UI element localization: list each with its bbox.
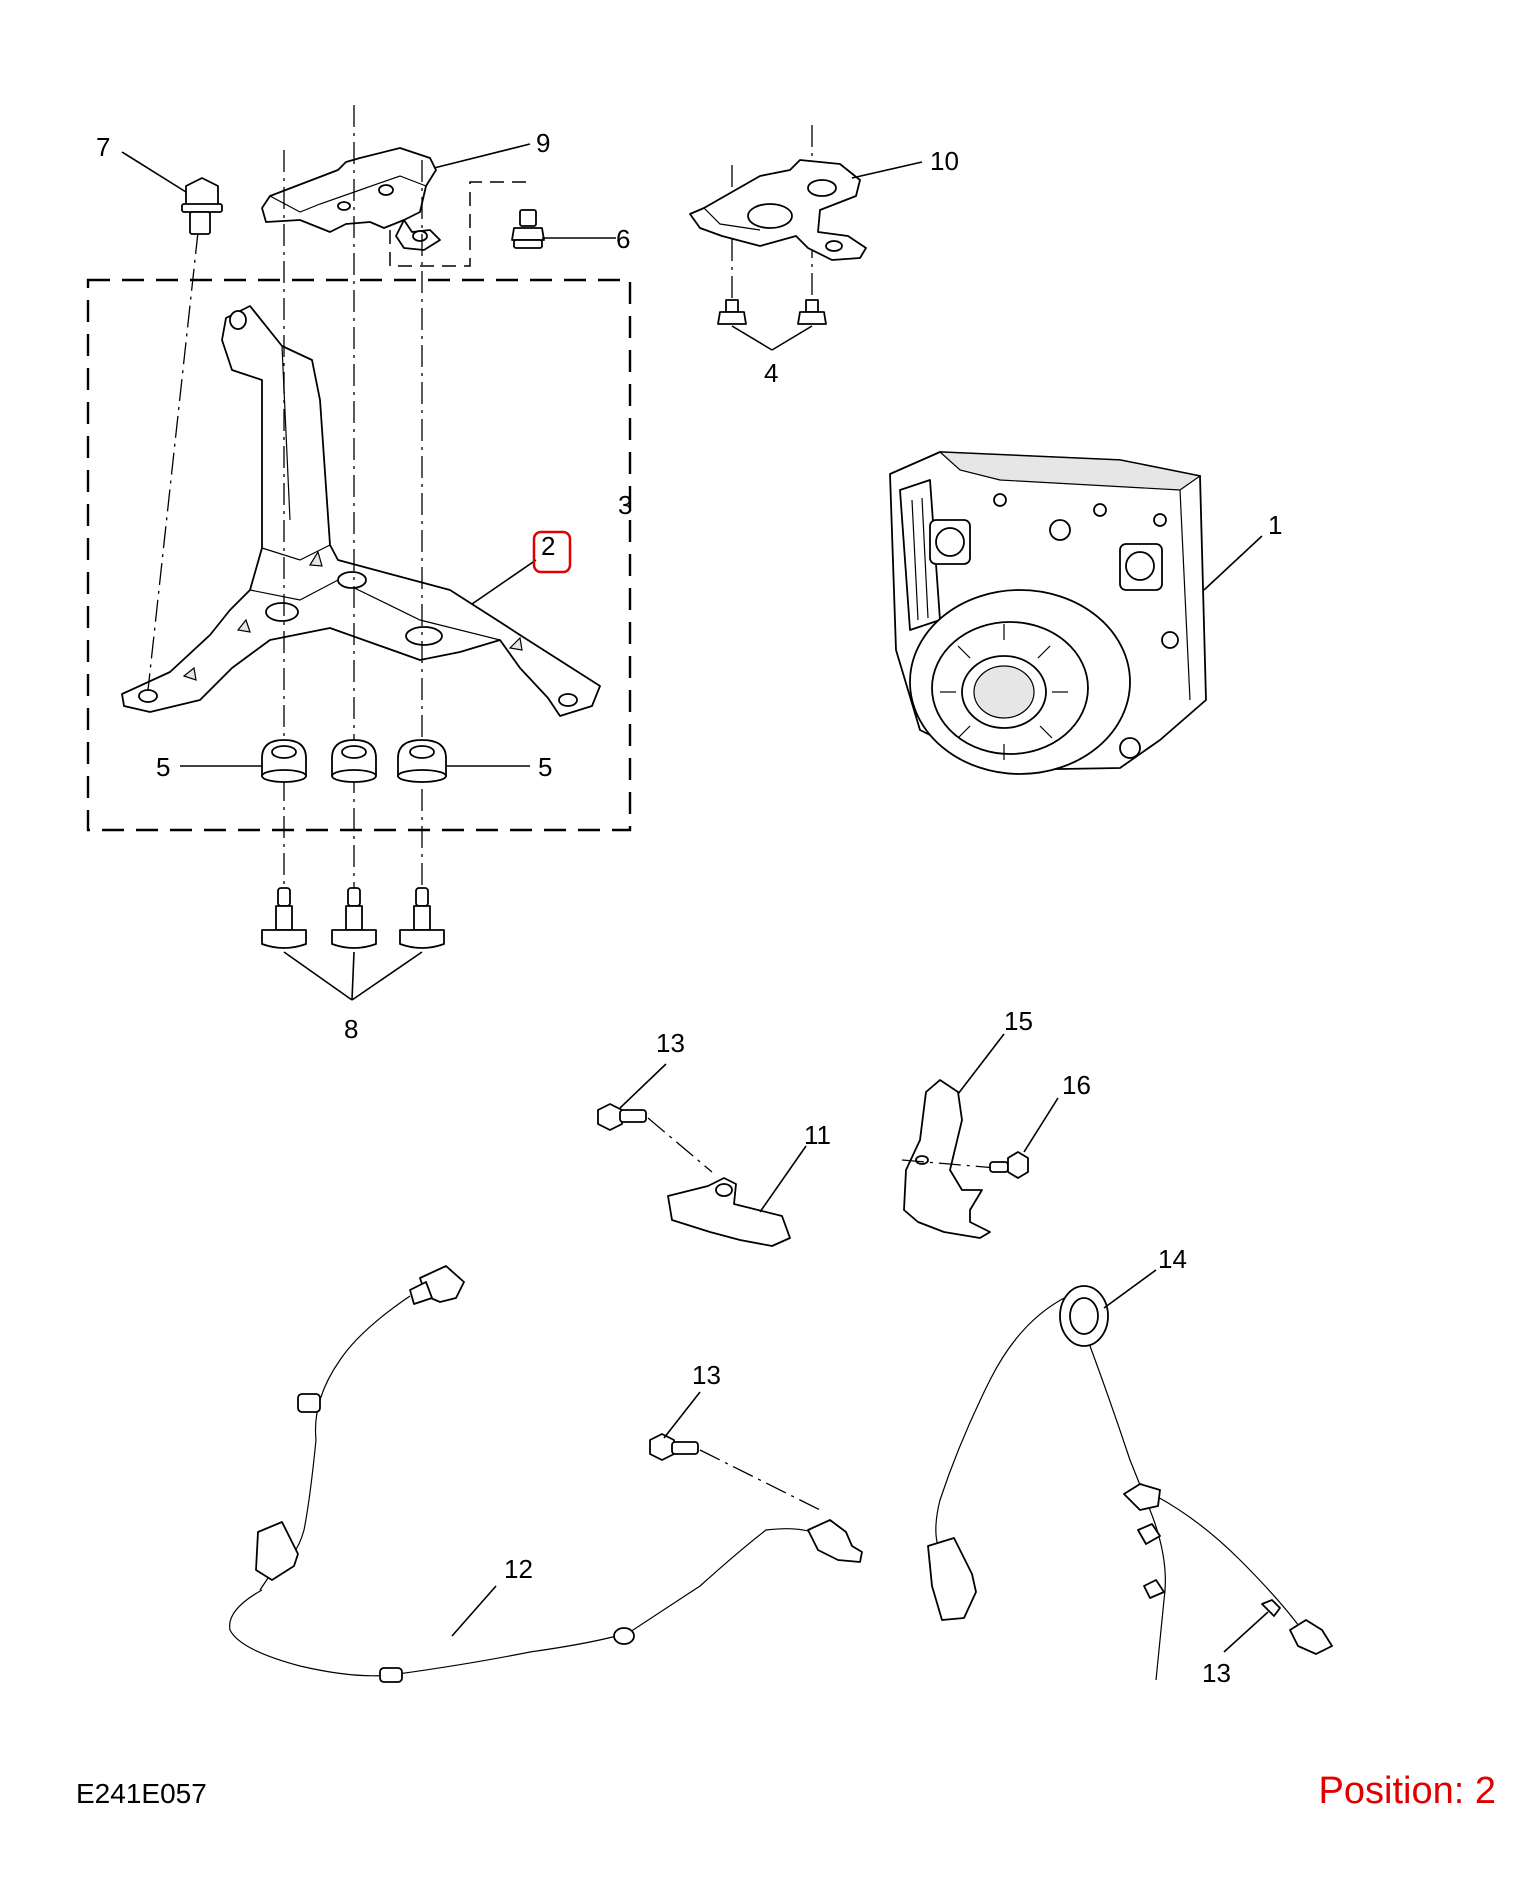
callout-11[interactable]: 11 (804, 1120, 831, 1150)
callout-6[interactable]: 6 (616, 224, 630, 254)
callout-4[interactable]: 4 (764, 358, 778, 388)
callout-13-upper[interactable]: 13 (656, 1028, 685, 1058)
callout-3[interactable]: 3 (618, 490, 632, 520)
isolator-5-middle[interactable] (331, 739, 377, 783)
isolator-5-right[interactable] (397, 739, 447, 783)
sensor-harness-14[interactable] (927, 1285, 1333, 1681)
screw-6[interactable] (511, 209, 545, 249)
bolt-6-link (389, 181, 528, 267)
callout-5-left[interactable]: 5 (156, 752, 170, 782)
callout-16[interactable]: 16 (1062, 1070, 1091, 1100)
support-bracket-10[interactable] (689, 159, 867, 261)
isolator-5-left[interactable] (261, 739, 307, 783)
callout-13-lower[interactable]: 13 (1202, 1658, 1231, 1688)
callout-1[interactable]: 1 (1268, 510, 1282, 540)
bolt-13-middle[interactable] (649, 1433, 699, 1461)
axis-line-bolt-16 (901, 1159, 997, 1169)
bolt-13-upper[interactable] (597, 1103, 647, 1131)
callout-10[interactable]: 10 (930, 146, 959, 176)
wheel-speed-sensor-11[interactable] (667, 1177, 791, 1247)
bolt-7[interactable] (181, 177, 223, 235)
screw-4-left[interactable] (717, 299, 747, 325)
callout-2-highlight (532, 530, 572, 574)
upper-bracket[interactable] (261, 147, 441, 251)
callout-14[interactable]: 14 (1158, 1244, 1187, 1274)
stud-8-middle[interactable] (331, 887, 377, 949)
callout-5-right[interactable]: 5 (538, 752, 552, 782)
sensor-head-14 (1289, 1619, 1333, 1655)
callout-12[interactable]: 12 (504, 1554, 533, 1584)
screw-4-right[interactable] (797, 299, 827, 325)
callout-13-middle[interactable]: 13 (692, 1360, 721, 1390)
leader-lines (121, 143, 1269, 1653)
abs-modulator[interactable] (889, 451, 1207, 775)
main-bracket[interactable] (121, 305, 601, 717)
sensor-bracket-15[interactable] (903, 1079, 991, 1239)
callout-8[interactable]: 8 (344, 1014, 358, 1044)
position-label: Position: 2 (1318, 1770, 1496, 1812)
sensor-head-12 (807, 1519, 863, 1563)
assembly-box (86, 278, 632, 832)
callout-7[interactable]: 7 (96, 132, 110, 162)
callout-15[interactable]: 15 (1004, 1006, 1033, 1036)
diagram-code: E241E057 (76, 1778, 207, 1809)
callout-2[interactable]: 2 (541, 531, 555, 561)
axis-line-bolt-7 (147, 231, 199, 691)
callout-9[interactable]: 9 (536, 128, 550, 158)
bolt-16[interactable] (989, 1151, 1029, 1179)
callouts: 1 2 3 4 5 5 6 7 8 9 10 11 12 13 13 13 14… (96, 128, 1282, 1688)
stud-8-left[interactable] (261, 887, 307, 949)
stud-8-right[interactable] (399, 887, 445, 949)
axis-line-sensor-11 (647, 1117, 713, 1173)
axis-line-harness-12 (699, 1449, 821, 1511)
sensor-harness-12[interactable] (229, 1265, 863, 1683)
bolt-13-lower[interactable] (1261, 1599, 1281, 1617)
